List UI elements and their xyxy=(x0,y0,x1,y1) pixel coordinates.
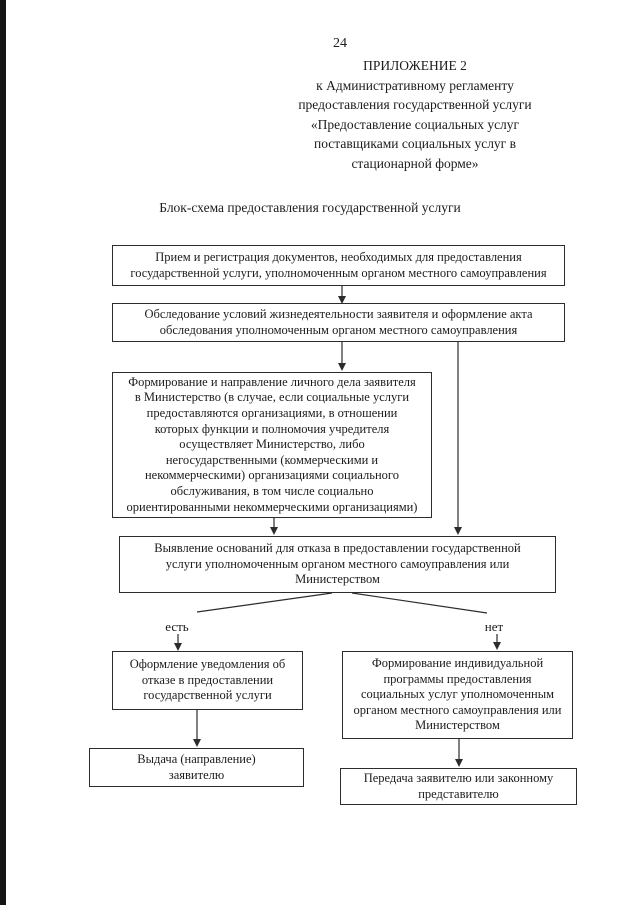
flow-box-text: Формирование индивидуальной программы пр… xyxy=(353,656,562,733)
flow-box-text: Выдача (направление) заявителю xyxy=(137,751,256,782)
flow-box-reception: Прием и регистрация документов, необходи… xyxy=(112,245,565,286)
page-number: 24 xyxy=(333,36,347,51)
flow-box-inspection: Обследование условий жизнедеятельности з… xyxy=(112,303,565,342)
flow-box-issue-to-applicant: Выдача (направление) заявителю xyxy=(89,748,304,787)
flow-box-text: Прием и регистрация документов, необходи… xyxy=(130,249,547,280)
flow-box-text: Выявление оснований для отказа в предост… xyxy=(154,541,521,587)
arrow-program-to-transfer xyxy=(455,739,463,767)
flow-box-transfer-to-applicant: Передача заявителю или законному предста… xyxy=(340,768,577,805)
branch-line-left xyxy=(196,592,333,613)
scan-edge-bar xyxy=(0,0,6,905)
arrow-reception-to-inspection xyxy=(338,286,346,304)
flow-box-individual-program: Формирование индивидуальной программы пр… xyxy=(342,651,573,739)
arrow-inspection-to-casefile xyxy=(338,342,346,371)
flow-box-grounds-check: Выявление оснований для отказа в предост… xyxy=(119,536,556,593)
flow-box-case-file: Формирование и направление личного дела … xyxy=(112,372,432,518)
flow-box-refusal-notice: Оформление уведомления об отказе в предо… xyxy=(112,651,303,710)
flow-box-text: Формирование и направление личного дела … xyxy=(126,374,418,514)
branch-label-yes: есть xyxy=(165,619,189,634)
flow-box-text: Обследование условий жизнедеятельности з… xyxy=(144,306,533,337)
arrow-no-to-program xyxy=(493,634,501,650)
arrow-inspection-bypass-to-grounds xyxy=(454,342,462,535)
arrow-yes-to-refusal xyxy=(174,634,182,651)
flow-box-text: Передача заявителю или законному предста… xyxy=(363,770,554,801)
branch-label-no: нет xyxy=(484,619,504,634)
appendix-heading: ПРИЛОЖЕНИЕ 2 к Административному регламе… xyxy=(298,58,532,171)
arrow-refusal-to-issue xyxy=(193,710,201,747)
arrow-casefile-to-grounds xyxy=(270,518,278,535)
diagram-title: Блок-схема предоставления государственно… xyxy=(159,200,461,215)
branch-line-right xyxy=(351,592,488,614)
flow-box-text: Оформление уведомления об отказе в предо… xyxy=(129,657,286,703)
